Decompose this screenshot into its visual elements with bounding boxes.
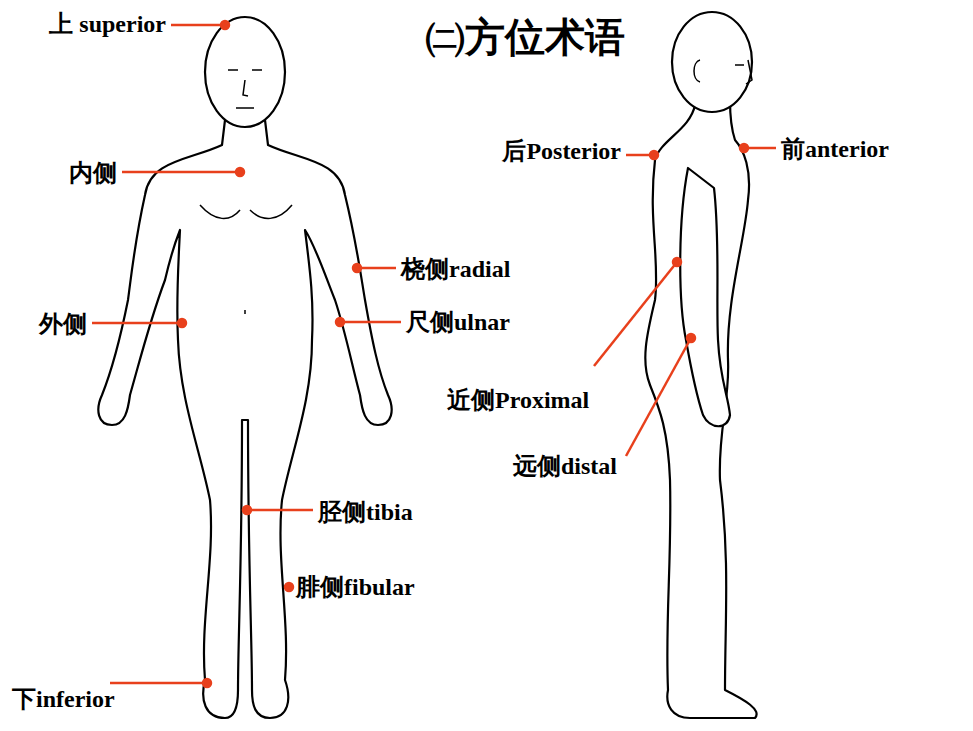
leader-dot bbox=[740, 144, 748, 152]
side-head bbox=[672, 12, 752, 112]
leader-line bbox=[357, 267, 396, 270]
direction-label: 胫侧tibia bbox=[318, 499, 413, 527]
direction-label: 下inferior bbox=[12, 686, 115, 714]
leader-line bbox=[171, 24, 225, 27]
leader-line bbox=[110, 682, 207, 685]
front-head bbox=[205, 17, 285, 127]
leader-dot bbox=[203, 679, 211, 687]
leader-line bbox=[626, 338, 691, 456]
leader-dot bbox=[285, 583, 293, 591]
leader-dot bbox=[687, 334, 695, 342]
direction-label: 外侧 bbox=[39, 311, 87, 339]
leader-line bbox=[594, 262, 677, 366]
front-body-outline bbox=[98, 120, 391, 718]
chest-detail bbox=[200, 205, 292, 314]
leader-dot bbox=[221, 21, 229, 29]
diagram-title: ㈡方位术语 bbox=[425, 15, 625, 61]
direction-label: 近侧Proximal bbox=[447, 387, 589, 415]
direction-label: 前anterior bbox=[781, 136, 889, 164]
leader-line bbox=[340, 321, 401, 324]
leader-line bbox=[247, 509, 313, 512]
side-body-outline bbox=[645, 100, 756, 718]
direction-label: 尺侧ulnar bbox=[406, 309, 510, 337]
direction-label: 桡侧radial bbox=[401, 256, 510, 284]
leader-dot bbox=[673, 258, 681, 266]
leader-line bbox=[92, 322, 182, 325]
direction-label: 后Posterior bbox=[502, 138, 621, 166]
leader-line bbox=[122, 171, 240, 174]
face-detail bbox=[228, 70, 262, 108]
leader-dot bbox=[178, 319, 186, 327]
direction-label: 远侧distal bbox=[513, 453, 617, 481]
leader-dot bbox=[353, 264, 361, 272]
direction-label: 腓侧fibular bbox=[296, 574, 415, 602]
direction-label: 上 superior bbox=[49, 11, 166, 39]
leader-dot bbox=[336, 318, 344, 326]
direction-label: 内侧 bbox=[69, 160, 117, 188]
side-arm-outline bbox=[680, 168, 730, 426]
leader-dot bbox=[650, 151, 658, 159]
face-detail bbox=[694, 60, 752, 84]
leader-dot bbox=[236, 168, 244, 176]
leader-dot bbox=[243, 506, 251, 514]
